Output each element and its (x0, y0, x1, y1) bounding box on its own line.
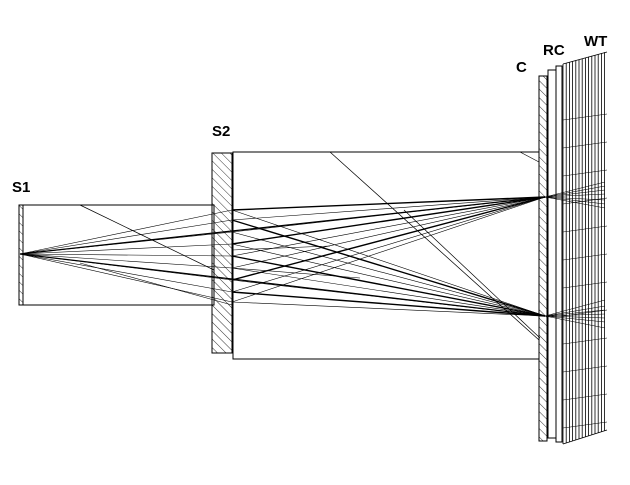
wt-cross-line (562, 141, 608, 149)
ray-segment (231, 196, 546, 293)
ray-segment (544, 315, 606, 319)
ray-segment (231, 196, 546, 211)
label-wt: WT (584, 33, 607, 50)
ray-segment (544, 299, 606, 317)
ray-segment (79, 262, 233, 306)
ray-segment (19, 253, 546, 317)
ray-segment (544, 185, 606, 198)
ray-segment (544, 315, 606, 323)
ray-segment (231, 291, 546, 317)
ray-segment (544, 181, 606, 198)
slit-plate-s2 (211, 152, 233, 354)
detector-stack-wt (562, 51, 608, 445)
ray-segment (231, 196, 546, 281)
ray-segment (544, 196, 606, 209)
wt-cross-line (562, 197, 608, 205)
ray-segment (231, 196, 546, 221)
ray-segment (544, 196, 606, 205)
wt-cross-line (562, 253, 608, 261)
ray-segment (19, 253, 233, 303)
ray-segment (544, 309, 606, 317)
ray-segment (19, 253, 233, 293)
ray-segment (231, 196, 546, 245)
ray-segment (19, 253, 233, 269)
ray-segment (19, 219, 233, 255)
wt-cross-line (562, 225, 608, 233)
wt-cross-line (562, 365, 608, 373)
ray-segment (231, 301, 546, 317)
ray-segment (231, 243, 546, 317)
wt-cross-line (562, 113, 608, 121)
ray-segment (544, 193, 606, 198)
label-s2: S2 (212, 123, 230, 140)
label-c: C (516, 59, 527, 76)
ray-segment (19, 253, 233, 257)
wt-cross-line (562, 421, 608, 429)
ray-segment (544, 305, 606, 317)
ray-segment (231, 196, 546, 269)
ray-bundle (19, 181, 606, 329)
ray-segment (19, 209, 233, 255)
reference-chamber-rc (547, 65, 563, 443)
label-s1: S1 (12, 179, 30, 196)
wt-bottom-edge (562, 429, 608, 445)
ray-segment (19, 196, 546, 255)
ray-segment (231, 209, 546, 317)
label-rc: RC (543, 42, 565, 59)
ray-segment (19, 243, 233, 255)
wt-cross-line (562, 337, 608, 345)
ray-segment (544, 189, 606, 198)
wt-cross-line (562, 281, 608, 289)
ray-segment (544, 313, 606, 317)
wt-cross-line (562, 169, 608, 177)
ray-segment (231, 196, 546, 303)
chamber-box (232, 151, 541, 360)
ray-segment (544, 196, 606, 201)
wt-cross-line (562, 393, 608, 401)
cathode-c (538, 75, 548, 442)
ray-segment (231, 245, 331, 251)
ray-segment (231, 196, 546, 257)
ray-segment (231, 267, 361, 279)
ray-segment (544, 315, 606, 329)
wt-top-edge (562, 51, 608, 65)
